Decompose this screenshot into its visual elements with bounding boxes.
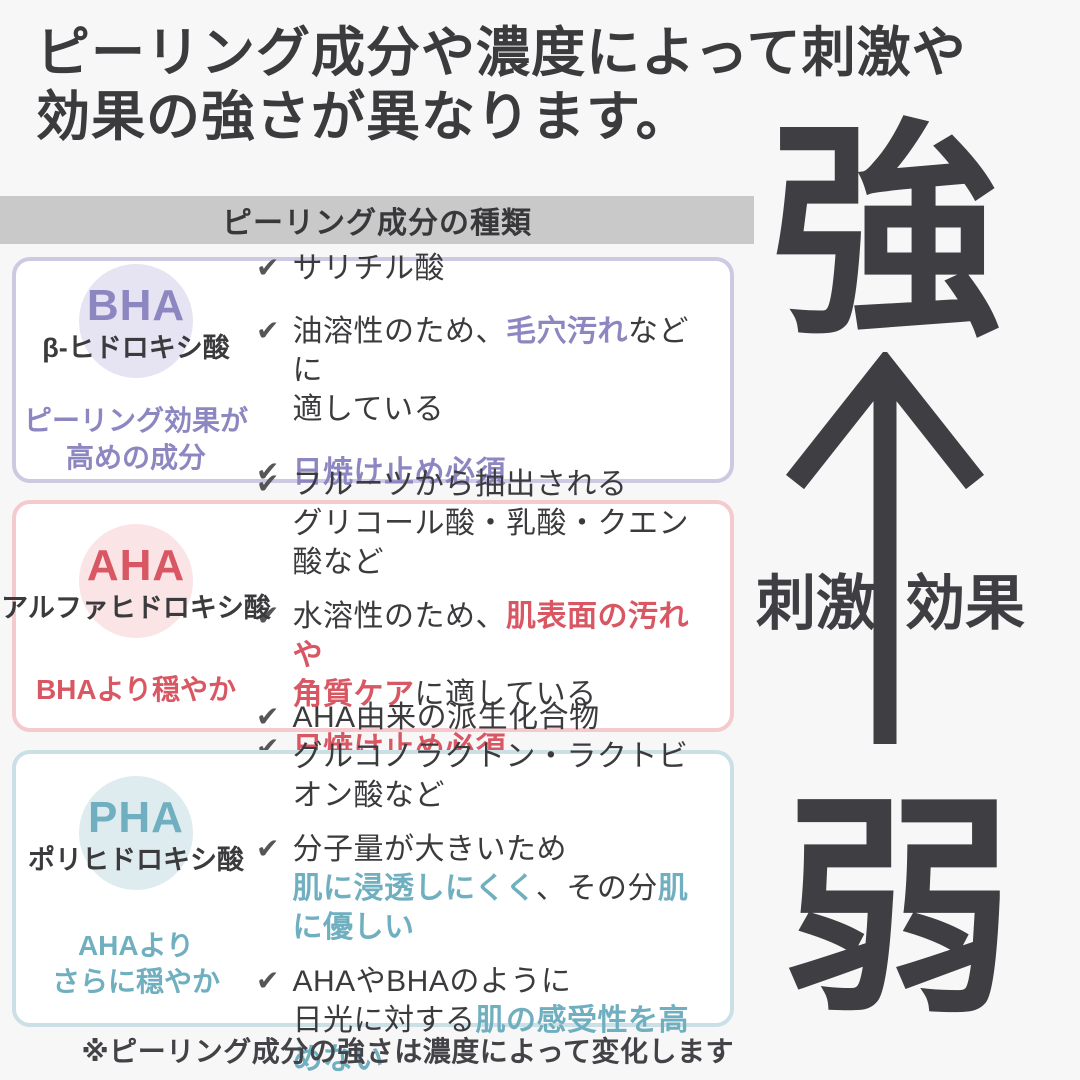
check-icon: ✔ [256,314,280,346]
ingredient-tagline: ピーリング効果が 高めの成分 [23,405,248,473]
section-header-label: ピーリング成分の種類 [222,207,532,240]
feature-item: ✔ AHA由来の派生化合物 グルコノラクトン・ラクトビオン酸など [256,698,718,815]
ingredient-circle-stack: BHA β-ヒドロキシ酸 [42,263,230,378]
ingredient-card: AHA アルファヒドロキシ酸 BHAより穏やか ✔ フルーツから抽出される グリコ… [1,468,734,765]
ingredient-circle [79,776,193,891]
feature-list: ✔ AHA由来の派生化合物 グルコノラクトン・ラクトビオン酸など ✔ 分子量が大きいた… [256,701,730,1076]
check-icon: ✔ [256,599,280,631]
section-header-bar: ピーリング成分の種類 [0,196,754,244]
feature-text: 分子量が大きいため 肌に浸透しにくく、その分肌に優しい [292,833,689,944]
feature-list: ✔ フルーツから抽出される グリコール酸・乳酸・クエン酸など ✔ 水溶性のため、肌表面… [256,468,730,765]
ingredient-full-name: β-ヒドロキシ酸 [42,332,230,363]
ingredient-badge: AHA アルファヒドロキシ酸 BHAより穏やか [1,504,271,728]
ingredient-full-name: アルファヒドロキシ酸 [1,592,271,623]
feature-text: AHAやBHAのように 日光に対する肌の感受性を高めない [292,965,689,1076]
check-icon: ✔ [256,455,280,487]
feature-item: ✔ 日焼け止め必須 [256,453,718,492]
ingredient-abbr: BHA [86,280,186,330]
check-icon: ✔ [256,701,280,732]
stimulus-label: 刺激 [756,570,876,637]
ingredient-circle-stack: PHA ポリヒドロキシ酸 [28,776,244,891]
check-icon: ✔ [256,467,280,499]
ingredient-tagline: BHAより穏やか [35,673,237,705]
ingredient-card: BHA β-ヒドロキシ酸 ピーリング効果が 高めの成分 ✔ サリチル酸 ✔ 油溶性のた… [12,252,734,489]
effect-label: 効果 [905,570,1025,637]
strength-weak-label: 弱 [781,781,1014,1040]
feature-item: ✔ サリチル酸 [256,249,718,288]
ingredient-badge: PHA ポリヒドロキシ酸 AHAより さらに穏やか [16,754,256,1023]
feature-text: サリチル酸 [292,251,445,285]
strength-strong-label: 強 [769,104,1002,363]
check-icon: ✔ [256,965,280,996]
check-icon: ✔ [256,833,280,864]
feature-text: 水溶性のため、肌表面の汚れや 角質ケアに適している [292,599,689,711]
feature-text: 日焼け止め必須 [292,455,506,489]
ingredient-badge: BHA β-ヒドロキシ酸 ピーリング効果が 高めの成分 [16,261,256,479]
feature-list: ✔ サリチル酸 ✔ 油溶性のため、毛穴汚れなどに 適している ✔ 日焼け止め必須 [256,252,730,489]
feature-item: ✔ 分子量が大きいため 肌に浸透しにくく、その分肌に優しい [256,830,718,947]
feature-item: ✔ フルーツから抽出される グリコール酸・乳酸・クエン酸など [256,465,718,582]
ingredient-circle-stack: AHA アルファヒドロキシ酸 [1,523,271,638]
feature-text: 油溶性のため、毛穴汚れなどに 適している [292,314,689,426]
ingredient-abbr: AHA [86,540,186,590]
check-icon: ✔ [256,251,280,283]
ingredient-circle [79,523,193,638]
ingredient-tagline: AHAより さらに穏やか [51,929,220,998]
footnote: ※ピーリング成分の強さは濃度によって変化します [81,1036,734,1067]
feature-item: ✔ 水溶性のため、肌表面の汚れや 角質ケアに適している [256,597,718,714]
ingredient-abbr: PHA [88,793,184,843]
ingredient-circle [78,263,193,378]
ingredient-full-name: ポリヒドロキシ酸 [28,845,244,876]
feature-item: ✔ AHAやBHAのように 日光に対する肌の感受性を高めない [256,962,718,1079]
strength-arrow-up-icon [785,352,985,744]
feature-text: フルーツから抽出される グリコール酸・乳酸・クエン酸など [292,467,689,579]
ingredient-card: PHA ポリヒドロキシ酸 AHAより さらに穏やか ✔ AHA由来の派生化合物 グ… [12,701,734,1076]
feature-text: AHA由来の派生化合物 グルコノラクトン・ラクトビオン酸など [292,701,689,812]
page-title: ピーリング成分や濃度によって刺激や 効果の強さが異なります。 [36,23,967,147]
feature-item: ✔ 油溶性のため、毛穴汚れなどに 適している [256,312,718,429]
